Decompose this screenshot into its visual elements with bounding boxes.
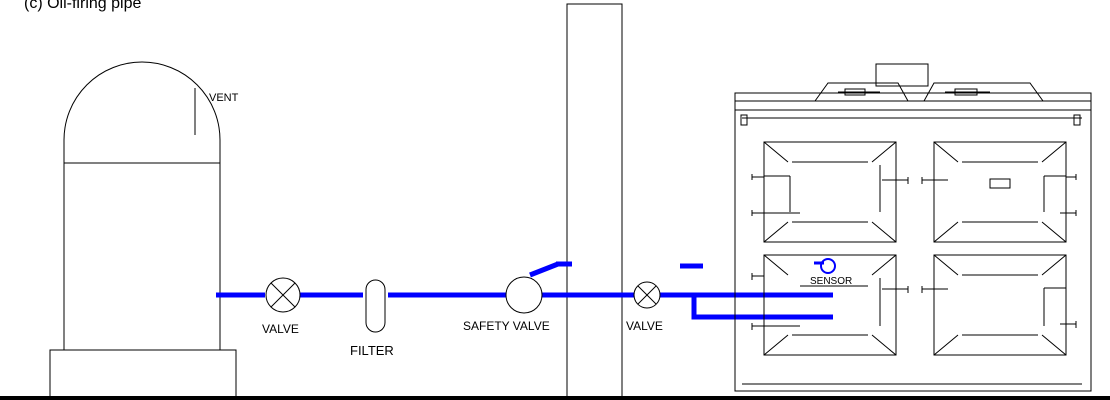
ground-line (0, 396, 1110, 400)
sensor-icon (814, 258, 836, 274)
tank-base (49, 349, 237, 399)
valve-right-label: VALVE (626, 319, 663, 333)
boiler-door-bottom-left (751, 254, 909, 356)
oil-tank (49, 61, 237, 399)
filter-label: FILTER (350, 343, 394, 358)
safety-valve-icon (505, 276, 543, 314)
chimney-wall (566, 3, 623, 399)
boiler (734, 63, 1092, 392)
valve-right-icon (633, 281, 661, 309)
sensor-label: SENSOR (810, 276, 852, 287)
diagram-caption: (c) Oil-firing pipe (24, 0, 141, 12)
valve-left-icon (265, 277, 301, 313)
oil-pipe (216, 261, 833, 320)
boiler-door-top-right (921, 141, 1077, 243)
vent-label: VENT (209, 92, 239, 104)
valve-left-label: VALVE (262, 322, 299, 336)
boiler-door-bottom-right (921, 254, 1077, 356)
boiler-door-top-left (751, 141, 909, 243)
filter-icon (365, 279, 386, 333)
safety-valve-label: SAFETY VALVE (463, 319, 550, 333)
tank-dome (63, 61, 221, 163)
